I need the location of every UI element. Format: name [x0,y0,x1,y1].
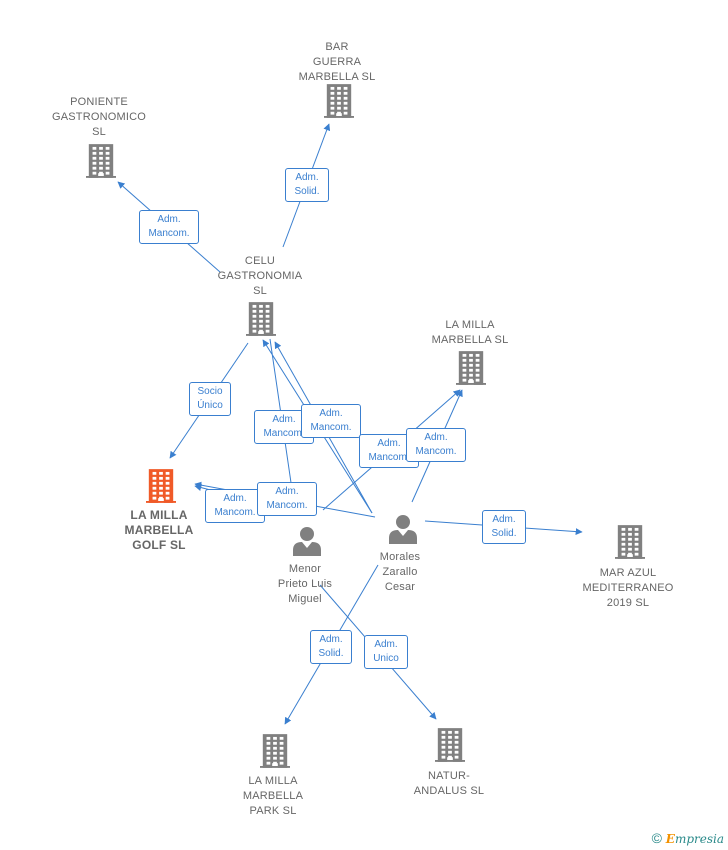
person-icon[interactable] [388,514,418,549]
edge-role-label[interactable]: Adm. Solid. [285,168,329,202]
edge-role-label[interactable]: Adm. Mancom. [406,428,466,462]
edge-role-label[interactable]: Adm. Mancom. [205,489,265,523]
edge-role-label[interactable]: Adm. Solid. [310,630,352,664]
copyright-footer: © Empresia [652,830,724,846]
edge-role-label[interactable]: Adm. Unico [364,635,408,669]
edge-role-label[interactable]: Adm. Mancom. [301,404,361,438]
focus-company-building-icon[interactable] [146,469,176,508]
node-label-celu[interactable]: CELU GASTRONOMIA SL [217,255,303,297]
edge-role-label[interactable]: Adm. Mancom. [139,210,199,244]
node-label-menor[interactable]: Menor Prieto Luis Miguel [277,563,333,605]
node-label-poniente[interactable]: PONIENTE GASTRONOMICO SL [51,96,147,138]
company-building-icon[interactable] [246,302,276,341]
company-building-icon[interactable] [260,734,290,773]
brand-name: mpresia [674,832,724,846]
node-label-mar-azul[interactable]: MAR AZUL MEDITERRANEO 2019 SL [582,567,674,609]
person-icon[interactable] [292,526,322,561]
company-building-icon[interactable] [615,525,645,564]
copyright-icon: © [651,830,662,846]
node-label-lm-park[interactable]: LA MILLA MARBELLA PARK SL [242,775,304,817]
node-label-bar-guerra[interactable]: BAR GUERRA MARBELLA SL [298,41,376,83]
node-label-natur[interactable]: NATUR- ANDALUS SL [413,770,485,797]
node-label-lm-marbella[interactable]: LA MILLA MARBELLA SL [431,319,509,346]
node-label-morales[interactable]: Morales Zarallo Cesar [379,551,421,593]
company-building-icon[interactable] [456,351,486,390]
company-building-icon[interactable] [86,144,116,183]
edge-role-label[interactable]: Adm. Mancom. [257,482,317,516]
edge-role-label[interactable]: Socio Único [189,382,231,416]
edge-role-label[interactable]: Adm. Solid. [482,510,526,544]
brand-logo-initial: E [665,832,675,846]
company-building-icon[interactable] [324,84,354,123]
node-label-lm-golf[interactable]: LA MILLA MARBELLA GOLF SL [124,508,194,552]
company-building-icon[interactable] [435,728,465,767]
